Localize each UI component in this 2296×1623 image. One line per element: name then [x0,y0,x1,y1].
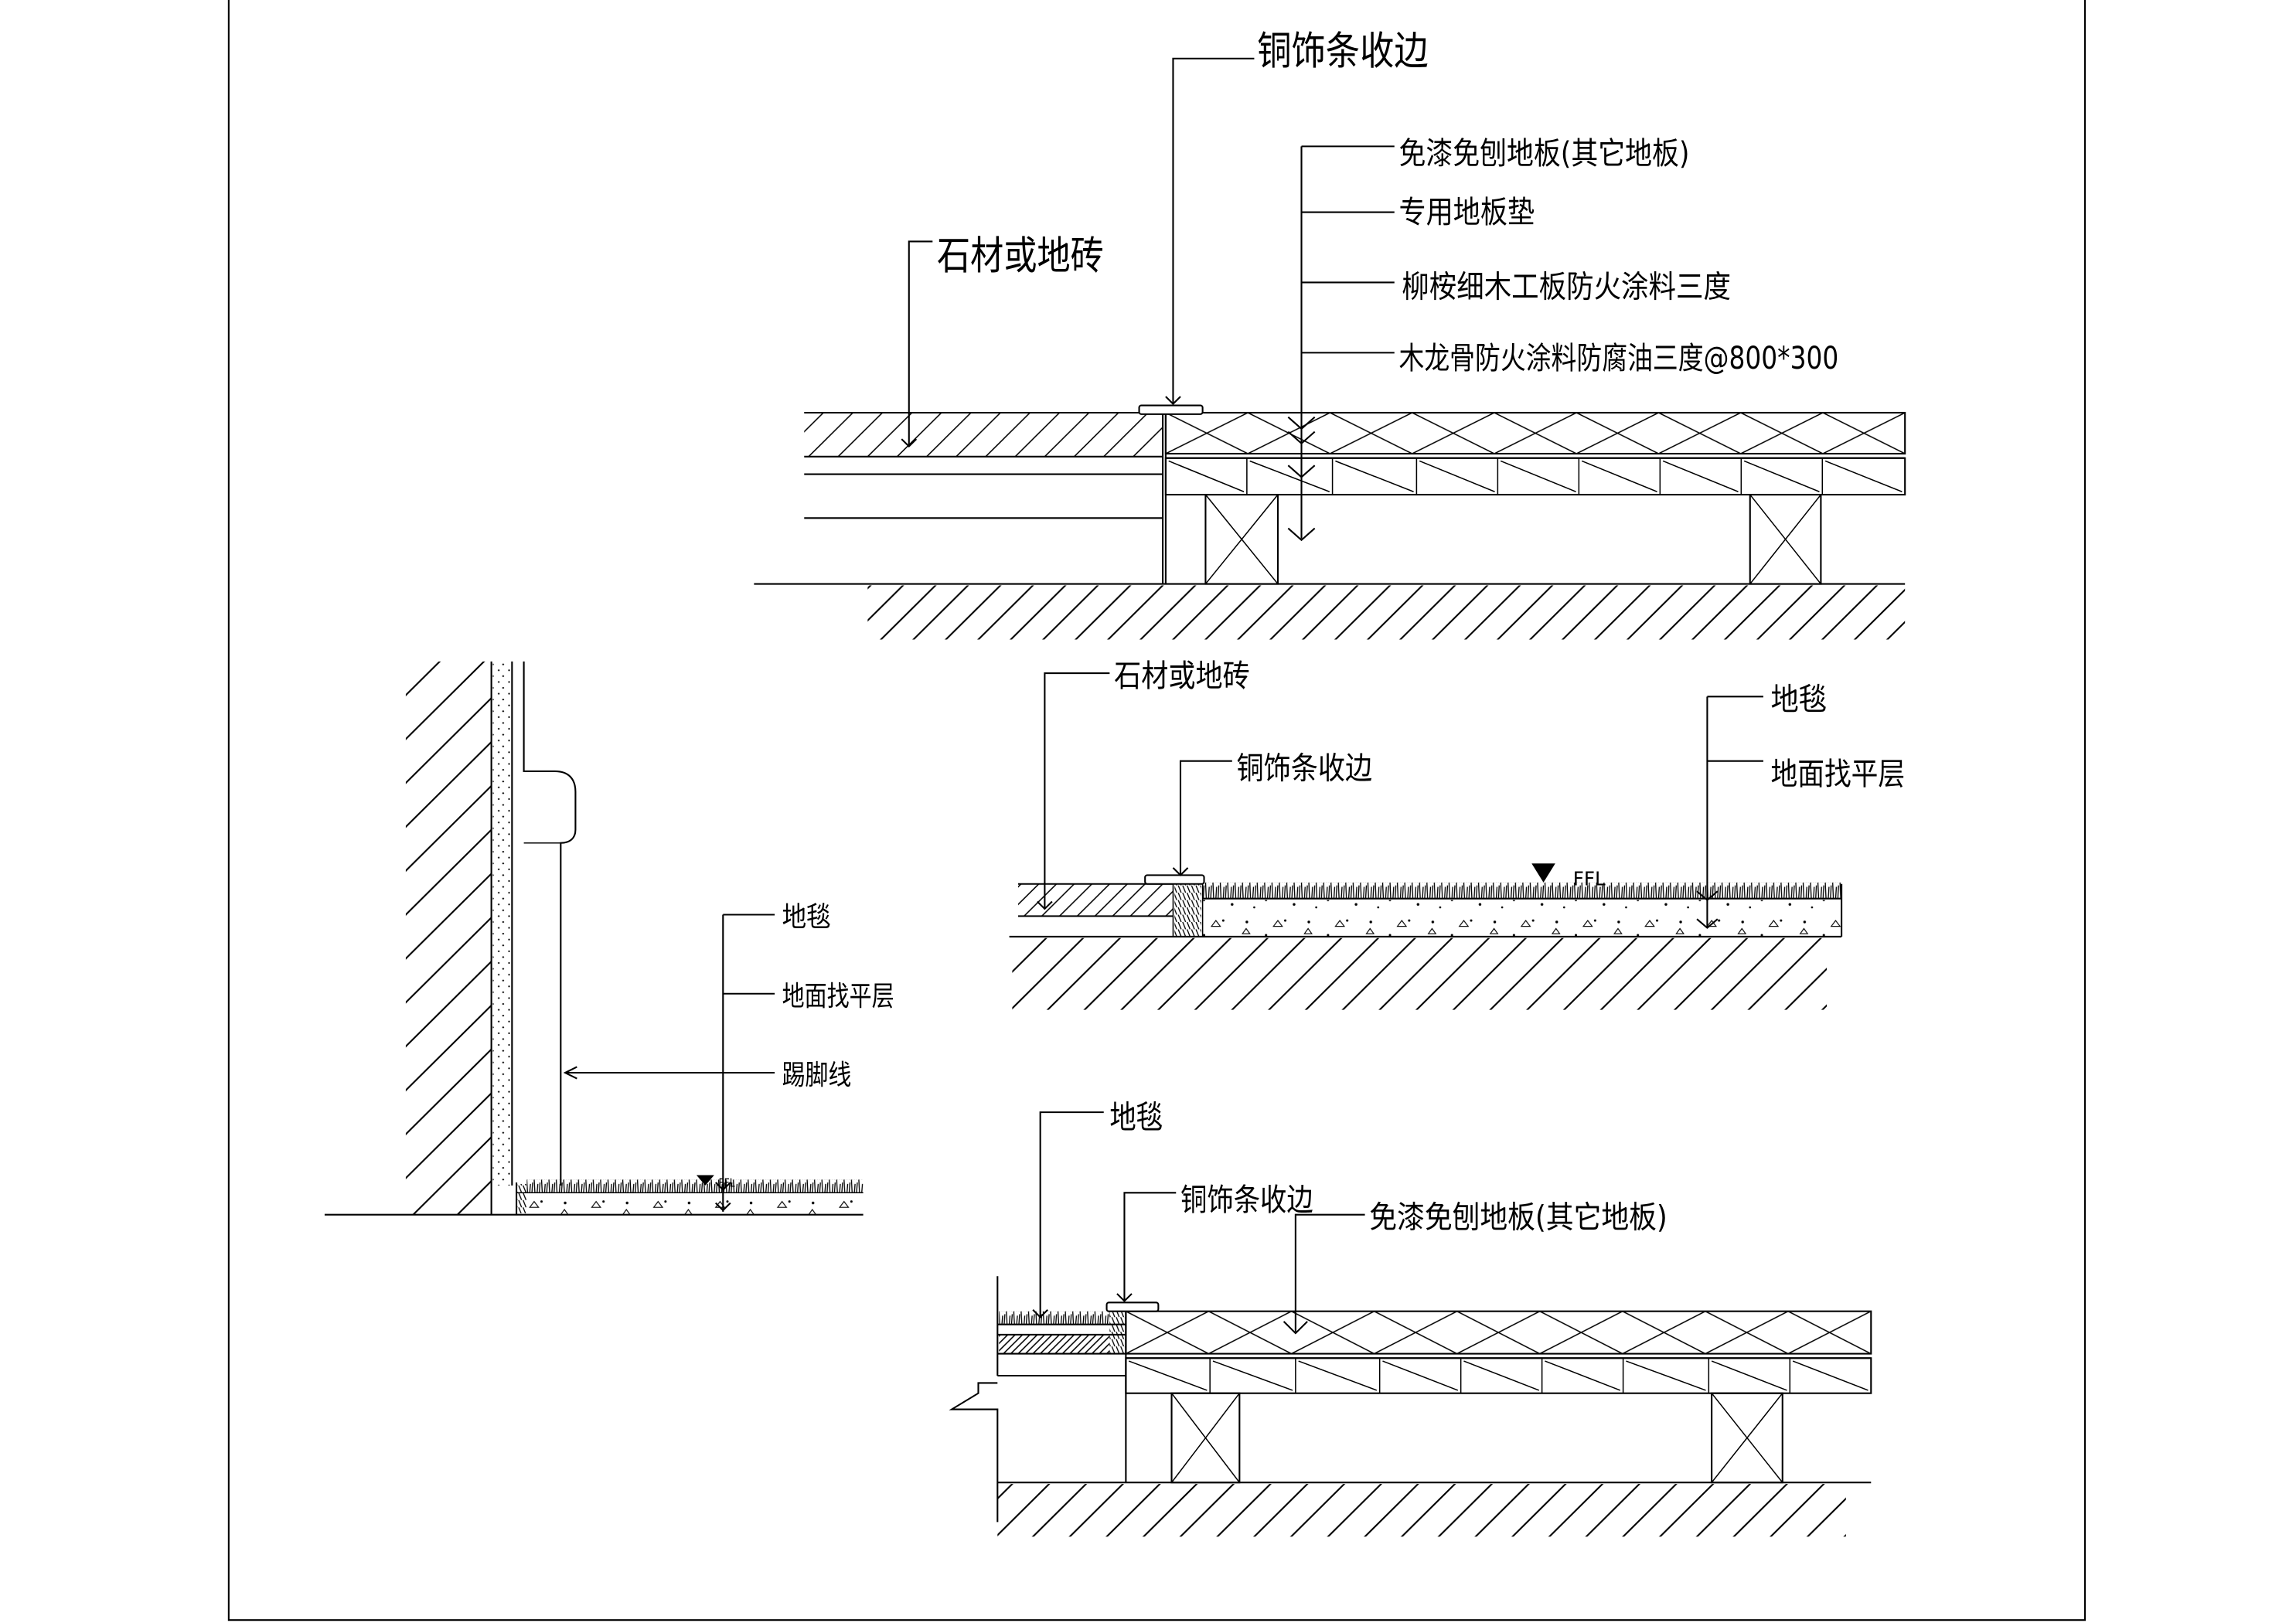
label-stone-tile: 石材或地砖 [1114,658,1250,694]
plywood-cell-lines [1168,458,1903,495]
label-stone-tile: 石材或地砖 [937,233,1104,280]
skirting-board-profile [523,661,577,1186]
stone-tile-layer [804,412,1163,457]
joist-cross [1711,1393,1783,1483]
screed-layer [1202,900,1842,937]
leader-line-carpet-screed-skirting [565,914,775,1212]
label-carpet: 地毯 [1109,1098,1163,1136]
label-ffl: FFL [1573,868,1606,890]
label-copper-trim: 铜饰条收边 [1257,29,1428,75]
floorboard-layer [1125,1310,1872,1355]
carpet-base-band [999,1334,1110,1354]
leader-tick [1165,396,1181,406]
ffl-level-marker [1531,863,1555,883]
label-joist: 木龙骨防火涂料防腐油三度@800*300 [1398,341,1838,376]
leader-line-floorboard [1294,1213,1365,1332]
carpet-side-layer-lines [997,1323,1126,1377]
break-line [949,1276,999,1523]
joist-cross [1204,494,1279,585]
carpet-gripper [1109,1311,1126,1354]
leader-line-floor-layers [1300,145,1395,539]
stone-tile-layer [1018,883,1174,917]
screed-layer [526,1194,864,1215]
leader-tick [1032,1309,1048,1318]
leader-line-carpet [1039,1111,1104,1318]
drawing-frame [227,0,2086,1621]
copper-trim-strip [1144,874,1205,885]
joist [1711,1392,1783,1484]
joist [1170,1392,1241,1484]
label-plywood: 柳桉细木工板防火涂料三度 [1402,270,1731,305]
ground-hatch [997,1484,1846,1537]
leader-tick [1037,900,1053,910]
label-floorboard: 免漆免刨地板(其它地板) [1369,1200,1667,1236]
joist-cross [1170,1393,1240,1483]
floorboard-layer [1164,411,1906,455]
label-copper-trim: 铜饰条收边 [1180,1182,1313,1218]
leader-line-copper-trim [1123,1192,1177,1301]
carpet-to-wood-floor-detail: 地毯 铜饰条收边 免漆免刨地板(其它地板) [949,1098,1872,1537]
joist [1204,493,1279,585]
frame-border [227,0,2086,1621]
stone-to-carpet-detail: FFL 石材或地砖 地毯 铜饰条收边 地面找平层 [1009,658,1905,1010]
carpet-layer [999,1311,1110,1325]
plywood-cell-lines [1128,1358,1868,1393]
leader-tick [1116,1293,1133,1302]
stone-to-wood-floor-detail: 铜饰条收边 免漆免刨地板(其它地板) 专用地板垫 石材或地砖 柳桉细木工板防火涂… [754,29,1906,640]
carpet-layer [526,1179,864,1193]
leader-arrow-skirting [563,1066,577,1080]
label-screed: 地面找平层 [1770,757,1905,792]
leader-line-stone-tile [908,240,933,447]
label-carpet: 地毯 [782,900,831,934]
leader-tick [714,1182,731,1212]
leader-line-copper-trim [1179,760,1232,876]
ground-hatch [1012,937,1828,1010]
carpet-layer [1202,882,1842,899]
label-screed: 地面找平层 [782,979,894,1012]
leader-tick [1172,867,1189,876]
label-carpet: 地毯 [1770,682,1827,718]
plaster-layer [492,661,513,1186]
skirting-carpet-detail: FFL 地毯 地面找平层 踢脚线 [324,661,894,1216]
label-copper-trim: 铜饰条收边 [1237,751,1373,787]
joist-cross [1749,494,1821,585]
leader-line-copper-trim [1172,57,1255,404]
leader-line-carpet-screed [1706,696,1763,928]
carpet-gripper [516,1183,527,1213]
ground-hatch [867,585,1906,640]
stone-side-layer-lines [804,411,1164,584]
ffl-level-marker [696,1175,714,1186]
label-skirting: 踢脚线 [782,1058,852,1091]
leader-tick [1283,1321,1308,1335]
leader-line-stone-tile [1044,672,1110,909]
label-underlay: 专用地板垫 [1398,195,1535,230]
plywood-layer [1164,457,1906,496]
wall-hatch [405,661,492,1215]
carpet-gripper [1174,883,1201,937]
copper-trim-strip [1138,404,1204,415]
leader-tick [1696,890,1719,929]
leader-tick [901,438,918,448]
leader-tick [1287,416,1316,542]
label-floorboard: 免漆免刨地板(其它地板) [1398,136,1689,172]
plywood-layer [1125,1357,1872,1394]
joist [1749,493,1822,585]
copper-trim-strip [1105,1301,1160,1312]
screed-edges [1202,883,1843,937]
